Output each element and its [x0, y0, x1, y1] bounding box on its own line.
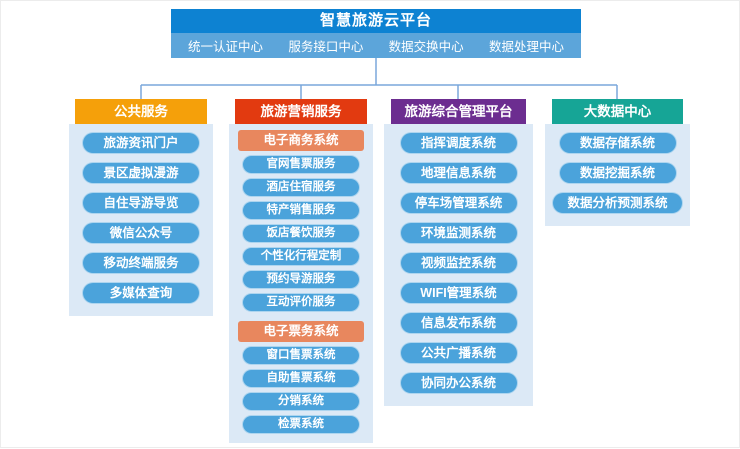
system-pill: 微信公众号	[82, 222, 200, 244]
system-pill: 多媒体查询	[82, 282, 200, 304]
column-public-services: 公共服务 旅游资讯门户 景区虚拟漫游 自住导游导览 微信公众号 移动终端服务 多…	[69, 99, 213, 316]
system-pill: 预约导游服务	[242, 270, 360, 289]
platform-title: 智慧旅游云平台	[171, 9, 581, 33]
system-pill: WIFI管理系统	[399, 282, 518, 304]
column-panel: 旅游资讯门户 景区虚拟漫游 自住导游导览 微信公众号 移动终端服务 多媒体查询	[69, 124, 213, 316]
subsystem-group-header: 电子票务系统	[238, 321, 364, 342]
center-item-service-api: 服务接口中心	[288, 40, 364, 54]
system-pill: 自助售票系统	[242, 369, 360, 388]
system-pill: 数据分析预测系统	[552, 192, 683, 214]
center-item-data-exchange: 数据交换中心	[388, 40, 464, 54]
system-pill: 自住导游导览	[82, 192, 200, 214]
system-pill: 视频监控系统	[399, 252, 518, 274]
system-pill: 酒店住宿服务	[242, 178, 360, 197]
system-pill: 个性化行程定制	[242, 247, 360, 266]
system-pill: 移动终端服务	[82, 252, 200, 274]
platform-centers-bar: 统一认证中心 服务接口中心 数据交换中心 数据处理中心	[171, 33, 581, 58]
system-pill: 环境监测系统	[399, 222, 518, 244]
system-pill: 景区虚拟漫游	[82, 162, 200, 184]
system-pill: 窗口售票系统	[242, 346, 360, 365]
system-pill: 互动评价服务	[242, 293, 360, 312]
system-pill: 特产销售服务	[242, 201, 360, 220]
column-header: 旅游综合管理平台	[390, 99, 527, 124]
center-item-data-processing: 数据处理中心	[488, 40, 564, 54]
subsystem-group-header: 电子商务系统	[238, 130, 364, 151]
platform-header: 智慧旅游云平台 统一认证中心 服务接口中心 数据交换中心 数据处理中心	[171, 9, 581, 58]
column-panel: 指挥调度系统 地理信息系统 停车场管理系统 环境监测系统 视频监控系统 WIFI…	[384, 124, 533, 406]
system-pill: 检票系统	[242, 415, 360, 434]
column-panel: 数据存储系统 数据挖掘系统 数据分析预测系统	[545, 124, 690, 226]
system-pill: 饭店餐饮服务	[242, 224, 360, 243]
system-pill: 数据存储系统	[558, 132, 677, 154]
system-pill: 公共广播系统	[399, 342, 518, 364]
system-pill: 信息发布系统	[399, 312, 518, 334]
column-management-platform: 旅游综合管理平台 指挥调度系统 地理信息系统 停车场管理系统 环境监测系统 视频…	[384, 99, 533, 406]
system-pill: 分销系统	[242, 392, 360, 411]
system-pill: 旅游资讯门户	[82, 132, 200, 154]
system-pill: 指挥调度系统	[399, 132, 518, 154]
column-bigdata-center: 大数据中心 数据存储系统 数据挖掘系统 数据分析预测系统	[545, 99, 690, 226]
system-pill: 协同办公系统	[399, 372, 518, 394]
center-item-auth: 统一认证中心	[188, 40, 264, 54]
column-header: 公共服务	[75, 99, 207, 124]
system-pill: 数据挖掘系统	[558, 162, 677, 184]
system-pill: 地理信息系统	[399, 162, 518, 184]
system-pill: 停车场管理系统	[399, 192, 518, 214]
column-header: 大数据中心	[551, 99, 684, 124]
column-marketing-services: 旅游营销服务 电子商务系统 官网售票服务 酒店住宿服务 特产销售服务 饭店餐饮服…	[229, 99, 373, 443]
system-pill: 官网售票服务	[242, 155, 360, 174]
column-panel: 电子商务系统 官网售票服务 酒店住宿服务 特产销售服务 饭店餐饮服务 个性化行程…	[229, 124, 373, 443]
connector-line-group	[140, 58, 618, 100]
column-header: 旅游营销服务	[235, 99, 367, 124]
